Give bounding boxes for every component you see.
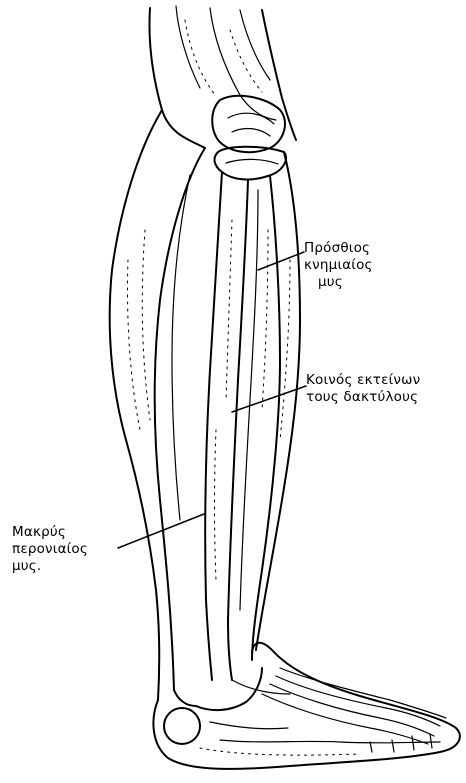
label-line: μυς. <box>12 558 88 575</box>
label-line: μυς <box>304 274 373 291</box>
label-line: κνημιαίος <box>304 257 373 274</box>
label-line: περονιαίος <box>12 541 88 558</box>
thigh-outline <box>150 6 297 148</box>
label-line: Κοινός εκτείνων <box>306 372 420 389</box>
shin-muscles <box>205 152 300 680</box>
label-line: Πρόσθιος <box>304 240 373 257</box>
label-line: Μακρύς <box>12 524 88 541</box>
calf-outline <box>110 110 205 700</box>
foot <box>153 643 459 769</box>
label-peroneus-longus: Μακρύς περονιαίος μυς. <box>12 524 88 575</box>
pointer-tibialis <box>258 252 304 270</box>
label-tibialis-anterior: Πρόσθιος κνημιαίος μυς <box>304 240 373 291</box>
knee <box>212 96 286 180</box>
label-extensor-digitorum: Κοινός εκτείνων τους δακτύλους <box>306 372 420 406</box>
label-line: τους δακτύλους <box>306 389 420 406</box>
